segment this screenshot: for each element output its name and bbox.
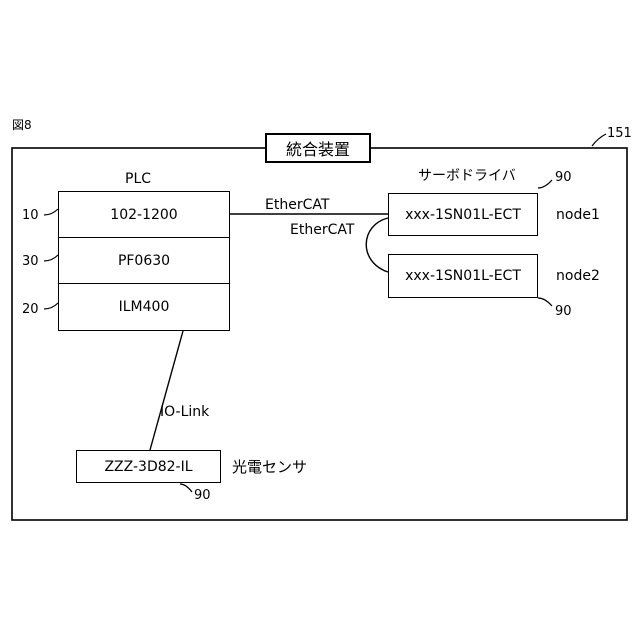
photoelectric-sensor-title: 光電センサ [232, 460, 307, 475]
ethercat-label-1: EtherCAT [265, 198, 329, 212]
plc-module-cpu-label: 102-1200 [110, 207, 177, 223]
node1-label: node1 [556, 208, 600, 222]
ref-90-drive1-leader [538, 180, 552, 188]
ref-90-drive2-leader [538, 298, 552, 306]
plc-module-power: PF0630 [58, 237, 230, 284]
ref-10: 10 [22, 209, 39, 222]
plc-module-power-label: PF0630 [118, 253, 170, 269]
plc-title: PLC [125, 172, 151, 186]
ref-30: 30 [22, 255, 39, 268]
servo-drive-1-label: xxx-1SN01L-ECT [405, 207, 521, 223]
ref-30-leader [44, 255, 58, 261]
servo-drive-1: xxx-1SN01L-ECT [388, 193, 538, 236]
integrated-device-title: 統合装置 [265, 133, 371, 163]
ref-90-sensor: 90 [194, 489, 211, 502]
figure-label: 図8 [12, 119, 32, 131]
servo-driver-title: サーボドライバ [418, 169, 516, 183]
ref-151-leader [592, 134, 606, 146]
ref-10-leader [44, 209, 58, 215]
servo-drive-2-label: xxx-1SN01L-ECT [405, 268, 521, 284]
node2-label: node2 [556, 269, 600, 283]
servo-drive-2: xxx-1SN01L-ECT [388, 254, 538, 298]
plc-module-iolink-master: ILM400 [58, 283, 230, 331]
ethercat-label-2: EtherCAT [290, 223, 354, 237]
ref-20-leader [44, 303, 58, 309]
plc-module-iolink-master-label: ILM400 [119, 299, 170, 315]
ethercat-line-2 [366, 218, 388, 272]
ref-20: 20 [22, 303, 39, 316]
iolink-line [150, 331, 183, 450]
plc-module-cpu: 102-1200 [58, 191, 230, 238]
ref-90-drive2: 90 [555, 305, 572, 318]
ref-90-sensor-leader [180, 484, 192, 492]
photoelectric-sensor-label: ZZZ-3D82-IL [104, 459, 192, 475]
photoelectric-sensor: ZZZ-3D82-IL [76, 450, 221, 483]
iolink-label: IO-Link [160, 405, 209, 419]
outer-ref-number: 151 [607, 127, 632, 140]
ref-90-drive1: 90 [555, 171, 572, 184]
